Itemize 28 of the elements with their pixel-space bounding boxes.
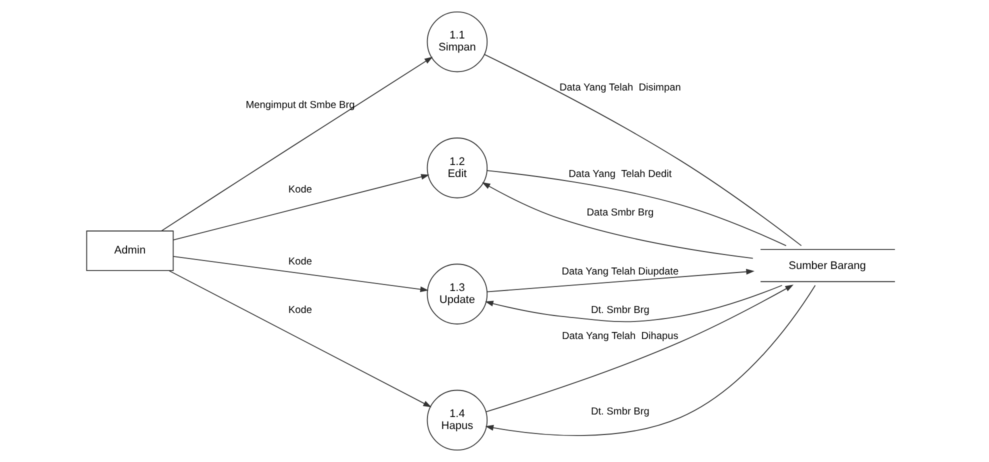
- arrow: [482, 182, 754, 259]
- node-box: Admin: [86, 230, 174, 272]
- edge-label: Data Yang Telah Diupdate: [562, 266, 679, 278]
- edge-label: Data Yang Telah Dihapus: [562, 330, 678, 342]
- node-circle: 1.2 Edit: [426, 138, 488, 198]
- arrow: [168, 270, 432, 408]
- edge-label: Data Smbr Brg: [586, 208, 654, 219]
- node-circle: 1.1 Simpan: [426, 11, 488, 72]
- arrow: [160, 56, 433, 232]
- edge-label: Kode: [288, 305, 312, 316]
- edge-label: Data Yang Telah Disimpan: [559, 82, 681, 94]
- edge-label: Mengimput dt Smbe Brg: [246, 100, 355, 111]
- node-text: Sumber Barang: [788, 260, 866, 272]
- connector: [486, 170, 787, 246]
- arrow: [172, 174, 430, 240]
- edge-label: Dt. Smbr Brg: [590, 305, 650, 316]
- node-circle: 1.4 Hapus: [426, 390, 488, 451]
- node-circle: 1.3 Update: [426, 264, 488, 324]
- arrow: [486, 284, 794, 412]
- arrow: [485, 284, 816, 436]
- arrow: [485, 284, 782, 322]
- edge-label: Kode: [288, 184, 312, 196]
- arrow: [172, 256, 429, 292]
- edge-label: Data Yang Telah Dedit: [568, 168, 672, 180]
- edge-label: Kode: [288, 256, 312, 268]
- arrow: [486, 268, 754, 292]
- edge-label: Dt. Smbr Brg: [590, 406, 650, 418]
- connector: [484, 54, 802, 246]
